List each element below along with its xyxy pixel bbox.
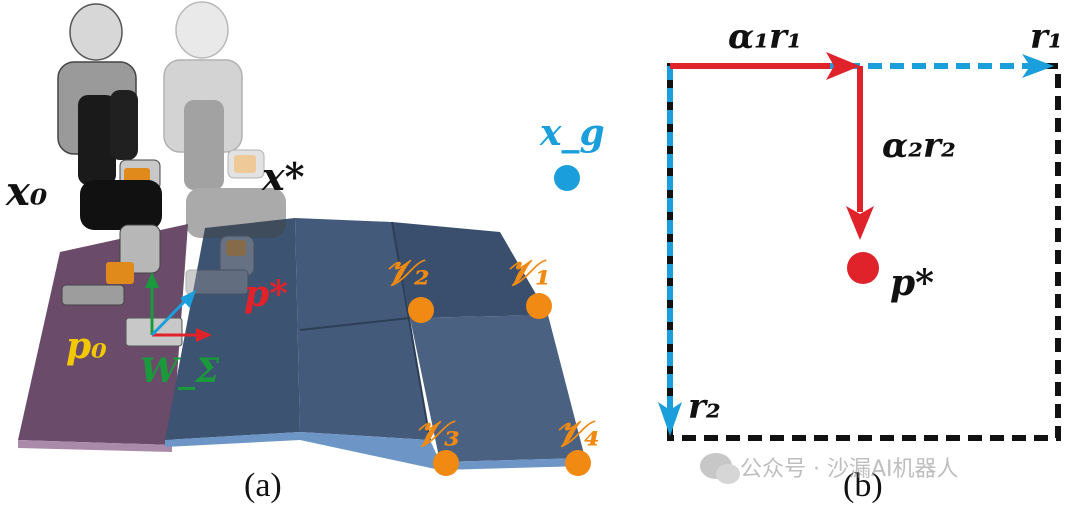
point-p-star [847,252,879,284]
label-v3: 𝒱₃ [414,413,460,455]
step-surface-1 [165,218,300,440]
label-x-g: x_g [539,112,605,154]
caption-b: (b) [843,467,883,504]
pink-ground-patch [18,224,188,445]
panel-b: α₁r₁ r₁ α₂r₂ p* r₂ (b) [658,17,1063,504]
label-alpha2-r2: α₂r₂ [882,126,956,166]
label-alpha1-r1: α₁r₁ [728,17,802,57]
label-p-star-b: p* [890,262,934,304]
r1-arrowhead [1022,54,1054,78]
world-frame-axes [145,272,212,342]
label-p0: p₀ [66,325,107,367]
label-v1: 𝒱₁ [505,252,551,294]
vertex-v4 [565,450,591,476]
label-p-star: p* [244,273,288,315]
label-v2: 𝒱₂ [384,252,430,294]
step-surface-3 [392,222,548,318]
bounding-square [667,63,1061,441]
label-r1: r₁ [1030,17,1063,57]
vertex-v2 [408,297,434,323]
label-x0: x₀ [5,168,48,215]
vertex-v3 [433,450,459,476]
label-r2: r₂ [688,387,721,427]
robot-x0 [57,3,162,306]
vertex-v1 [526,293,552,319]
goal-point-xg [554,165,580,191]
label-x-star: x* [261,154,305,199]
label-v4: 𝒱₄ [554,413,600,455]
watermark-text: 公众号 · 沙漏AI机器人 [740,457,959,482]
robot-x-star [163,1,286,295]
label-w-sigma: W_Σ [140,351,220,391]
caption-a: (a) [244,467,282,504]
panel-a: x₀ x* x_g p* p₀ W_Σ 𝒱₁ 𝒱₂ 𝒱₃ 𝒱₄ (a) [5,1,605,504]
step-surface-4 [410,315,585,462]
watermark: 公众号 · 沙漏AI机器人 [700,453,959,484]
step-surface-2 [295,218,430,440]
r2-arrowhead [658,402,682,436]
